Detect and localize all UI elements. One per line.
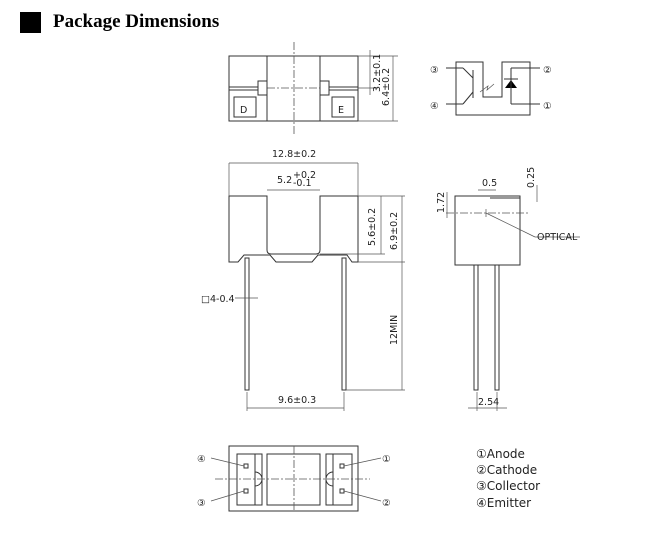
mark-e: E [338,105,344,116]
front-view: 12.8±0.2 5.2 +0.2 -0.1 5.6±0.2 6.9±0.2 1… [201,149,405,411]
dim-center: 1.72 [436,192,447,213]
dim-height: 6.9±0.2 [389,212,400,250]
dim-slot-tol-minus: -0.1 [293,178,312,189]
schematic-pin-2: ② [543,65,552,76]
dim-lead-length: 12MIN [389,315,400,345]
schematic: ③ ④ ② ① [430,61,552,116]
dim-pitch: 9.6±0.3 [278,395,316,406]
legend-item: ①Anode [476,447,525,461]
bottom-pin-2: ② [382,498,391,509]
schematic-pin-4: ④ [430,101,439,112]
dim-slot-tol-plus: +0.2 [293,170,316,181]
bottom-pin-4: ④ [197,454,206,465]
legend-item: ②Cathode [476,463,537,477]
dim-lead-size: □4-0.4 [201,294,235,305]
dim-slot-width: 5.2 [277,175,292,186]
schematic-pin-1: ① [543,101,552,112]
dim-depth: 6.4±0.2 [381,68,392,106]
dim-lead-pitch: 2.54 [478,397,499,408]
legend-item: ④Emitter [476,496,531,510]
dim-slot-height: 3.2±0.1 [372,54,383,92]
dim-slot-depth: 5.6±0.2 [367,208,378,246]
schematic-pin-3: ③ [430,65,439,76]
pin-legend: ①Anode ②Cathode ③Collector ④Emitter [476,447,540,510]
dim-offset: 0.25 [526,167,537,188]
side-view: OPTICAL 0.5 0.25 1.72 2.54 [436,167,580,411]
optical-label: OPTICAL [537,232,578,243]
dim-aperture: 0.5 [482,178,497,189]
bottom-pin-1: ① [382,454,391,465]
legend-item: ③Collector [476,479,540,493]
section-header: Package Dimensions [20,11,219,33]
bottom-view: ④ ③ ① ② [197,445,391,512]
bottom-pin-3: ③ [197,498,206,509]
mark-d: D [240,105,247,116]
dim-width: 12.8±0.2 [272,149,316,160]
top-view: D E 3.2±0.1 6.4±0.2 [228,42,398,136]
section-title: Package Dimensions [53,11,220,32]
section-bullet-icon [20,11,41,33]
